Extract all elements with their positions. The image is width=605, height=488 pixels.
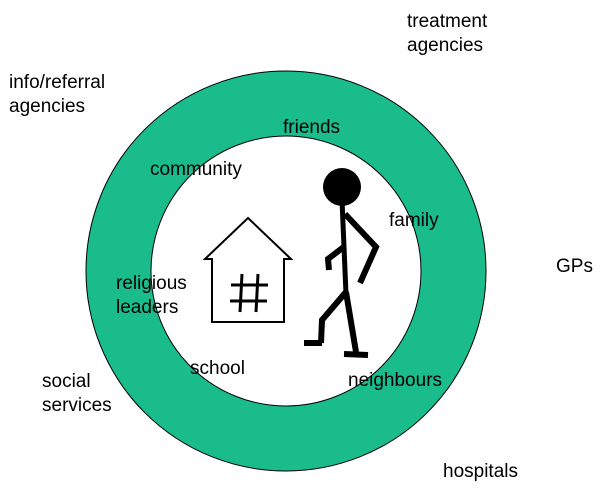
- label-gps: GPs: [556, 256, 593, 277]
- walking-person-icon: [304, 168, 380, 358]
- label-hospitals: hospitals: [443, 461, 518, 482]
- label-religious-leaders: religious leaders: [116, 273, 187, 318]
- label-friends: friends: [283, 117, 341, 138]
- house-window-hash-icon: [230, 273, 268, 313]
- label-treatment-agencies: treatment agencies: [407, 11, 488, 56]
- house-icon: [202, 216, 294, 323]
- label-school: school: [190, 358, 245, 379]
- label-community: community: [150, 159, 242, 180]
- label-family: family: [389, 210, 439, 231]
- label-neighbours: neighbours: [348, 370, 443, 391]
- label-social-services: social services: [42, 371, 112, 416]
- label-info-referral-agencies: info/referral agencies: [9, 72, 106, 117]
